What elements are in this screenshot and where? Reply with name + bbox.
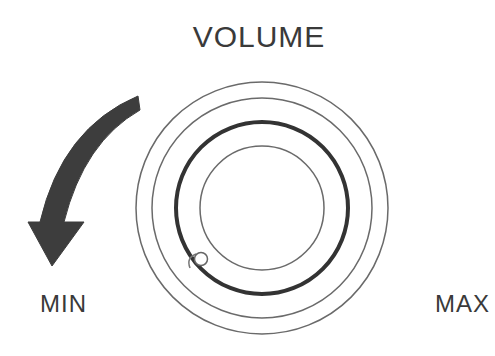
knob-cap <box>200 146 324 270</box>
knob-rim <box>176 122 348 294</box>
knob-bezel <box>152 98 372 318</box>
control-title: VOLUME <box>193 22 326 52</box>
knob-indicator <box>195 253 208 266</box>
scale-min-label: MIN <box>40 292 87 316</box>
scale-max-label: MAX <box>435 292 490 316</box>
knob-outer-ring <box>136 82 388 334</box>
rotation-arrow <box>28 96 140 266</box>
